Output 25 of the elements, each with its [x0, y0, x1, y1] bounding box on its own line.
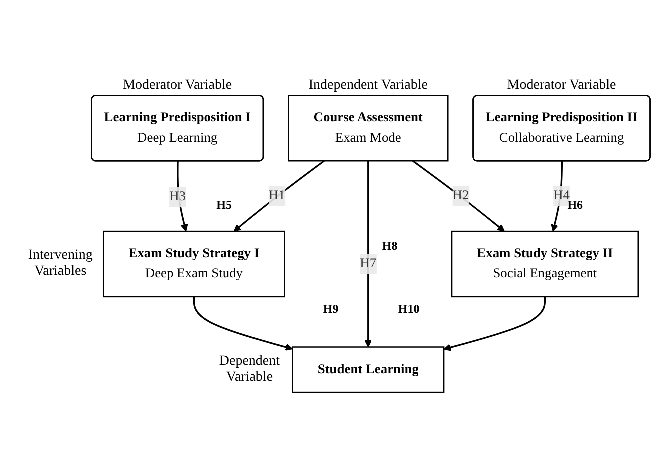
node-box: Student Learning: [292, 346, 445, 394]
variable-type-label: Dependent Variable: [218, 354, 282, 386]
arrow: [177, 161, 188, 232]
variable-type-label: Moderator Variable: [507, 78, 616, 94]
hypothesis-label: H8: [382, 238, 398, 254]
arrow: [364, 160, 372, 348]
hypothesis-label: H6: [568, 198, 584, 214]
arrow: [412, 160, 505, 232]
node-box: Course Assessment Exam Mode: [288, 94, 449, 162]
variable-type-label: Moderator Variable: [123, 78, 232, 94]
edge-label: H7: [360, 256, 377, 271]
hypothesis-label: H10: [398, 302, 420, 318]
arrow: [193, 296, 294, 351]
node-box: Exam Study Strategy II Social Engagement: [451, 230, 639, 298]
variable-type-label: Intervening Variables: [27, 248, 94, 280]
node-box: Exam Study Strategy I Deep Exam Study: [103, 230, 286, 298]
hypothesis-label: H9: [323, 302, 339, 318]
hypothesis-label: H5: [216, 198, 232, 214]
arrow: [234, 160, 325, 232]
arrow: [551, 161, 564, 232]
arrow: [444, 296, 546, 352]
variable-type-label: Independent Variable: [308, 78, 428, 94]
edge-label: H1: [268, 188, 286, 203]
edge-label: H3: [170, 189, 186, 204]
edge-label: H2: [452, 188, 470, 203]
